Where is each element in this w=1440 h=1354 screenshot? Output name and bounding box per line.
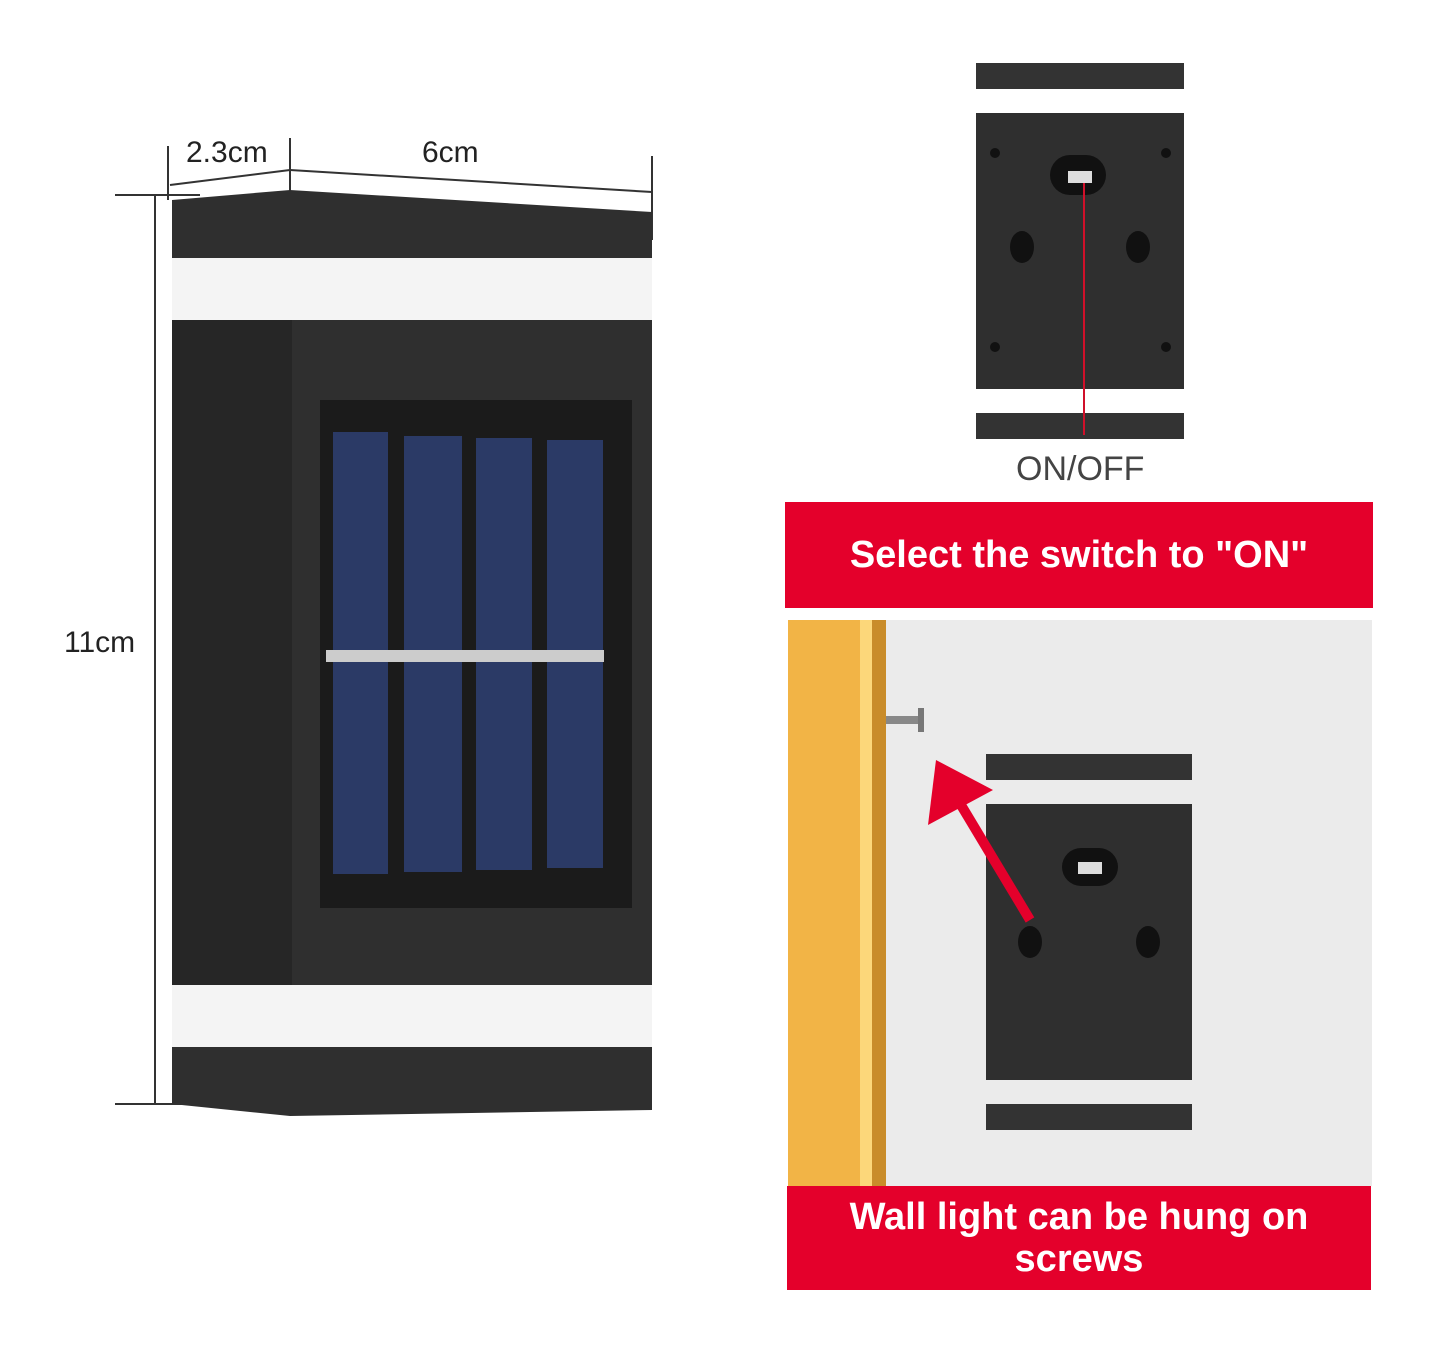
banner-switch-on: Select the switch to "ON" — [785, 502, 1373, 608]
width-label: 6cm — [422, 136, 479, 169]
back-view — [976, 63, 1184, 439]
dimension-lines — [115, 138, 653, 1105]
height-label: 11cm — [64, 626, 136, 659]
mounting-illustration — [788, 620, 1372, 1186]
depth-label: 2.3cm — [186, 136, 268, 169]
banner-hang-on-screws: Wall light can be hung on screws — [787, 1186, 1371, 1290]
solar-wall-light-front — [115, 138, 653, 1116]
switch-label: ON/OFF — [1016, 450, 1145, 488]
